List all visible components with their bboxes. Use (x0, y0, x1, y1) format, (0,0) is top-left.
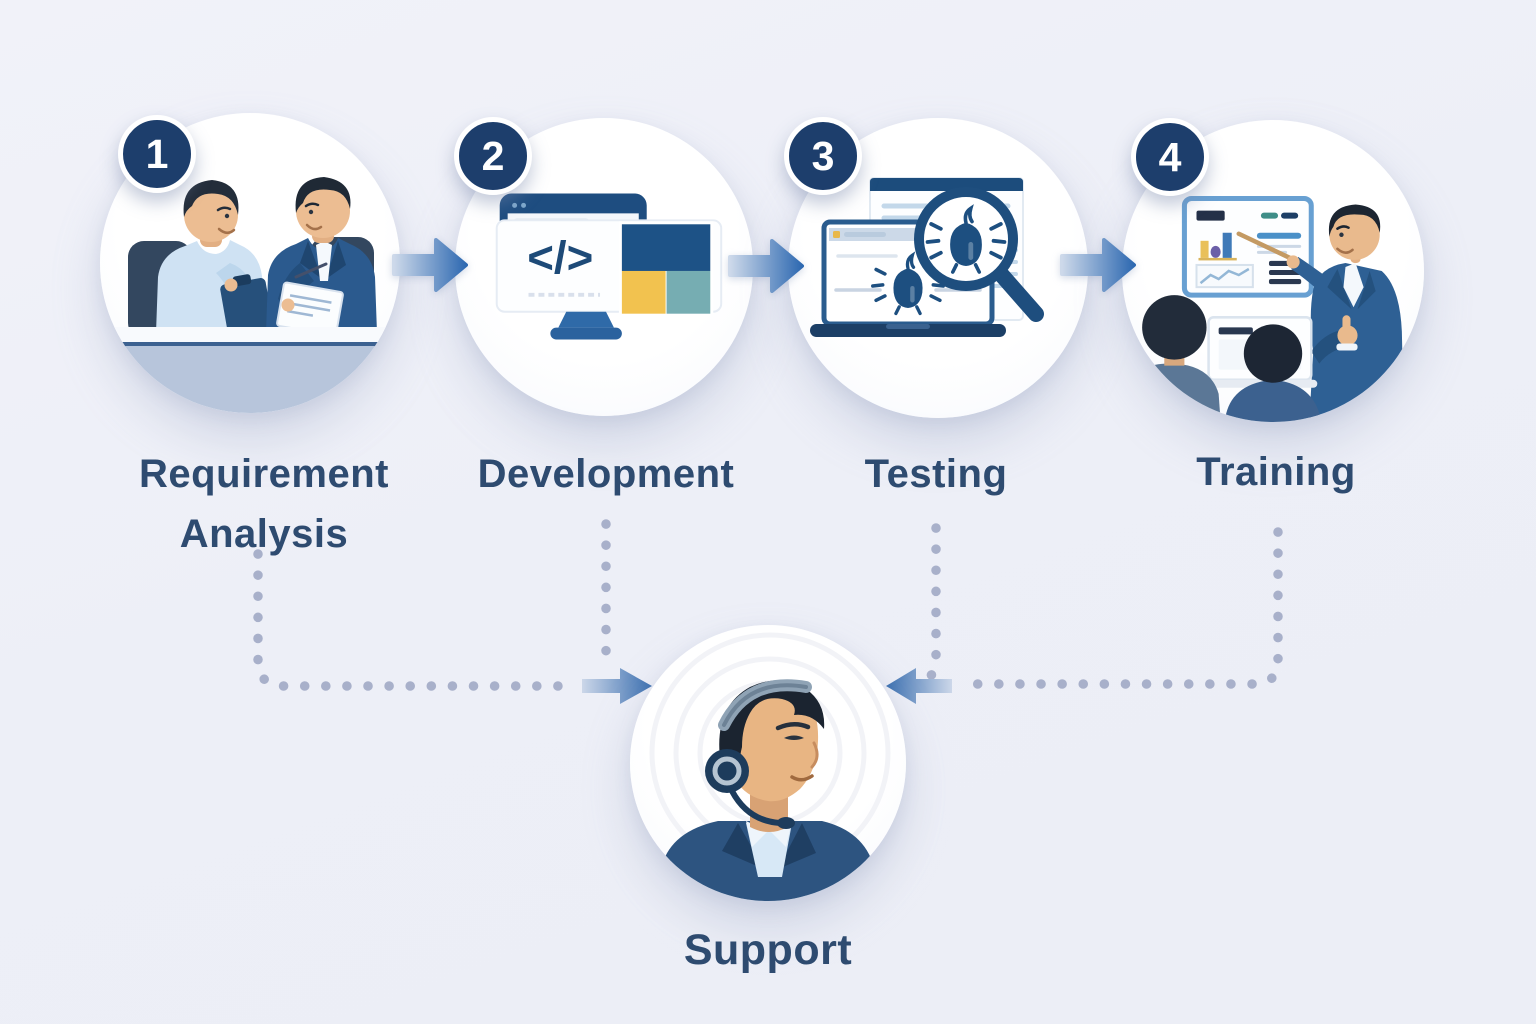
hand (281, 298, 295, 312)
code-symbol: </> (527, 232, 593, 283)
headset-icon (705, 679, 812, 829)
step-3-number-badge: 3 (784, 117, 862, 195)
connector-training-to-support (955, 527, 1283, 689)
monitor-stand-icon (550, 311, 622, 340)
step-2-number-badge: 2 (454, 117, 532, 195)
step-1-number-badge: 1 (118, 115, 196, 193)
support-label-text: Support (683, 926, 853, 974)
step-3-number: 3 (811, 132, 835, 179)
pointer-stick-icon (1236, 231, 1297, 263)
step-2-label-line1: Development (477, 452, 735, 496)
meeting-table-icon (108, 327, 392, 413)
step-2-illustration-circle: </> (455, 118, 753, 416)
flow-arrow-1-icon (390, 235, 470, 295)
color-grid-panel-icon (618, 221, 714, 314)
step-4-label: Training (1196, 442, 1356, 502)
magnifier-icon (914, 187, 1044, 322)
step-2-label: Development (478, 444, 735, 504)
meeting-discussion-icon (108, 177, 392, 413)
support-agent-figure (658, 680, 878, 901)
step-4-number: 4 (1158, 133, 1182, 180)
support-agent-headset-icon (649, 632, 891, 901)
step-1-number: 1 (145, 130, 169, 177)
flow-arrow-2-icon (726, 236, 806, 296)
bug-magnifier-laptop-icon (810, 177, 1044, 337)
step-3-label: Testing (865, 444, 1008, 504)
step-1-label: Requirement Analysis (139, 444, 389, 564)
support-label: Support (684, 920, 852, 980)
step-4-number-badge: 4 (1131, 118, 1209, 196)
step-1-label-line1: Requirement (139, 452, 389, 496)
flow-arrow-3-icon (1058, 235, 1138, 295)
step-4-label-line1: Training (1196, 450, 1356, 494)
clipboard-icon (220, 274, 275, 342)
connector-testing-to-support (917, 523, 941, 686)
hand (224, 278, 238, 292)
pen-icon (294, 262, 328, 279)
connector-requirement-to-support (253, 549, 581, 691)
document-paper-icon (276, 281, 344, 337)
step-2-number: 2 (481, 132, 505, 179)
presentation-board-icon (1181, 196, 1314, 298)
step-1-label-line2: Analysis (179, 512, 349, 556)
support-left-arrow-icon (582, 668, 652, 704)
hand (1286, 255, 1300, 269)
code-monitor-icon: </> (495, 193, 723, 340)
support-right-arrow-icon (886, 668, 952, 704)
support-illustration-circle (630, 625, 906, 901)
step-3-label-line1: Testing (864, 452, 1008, 496)
